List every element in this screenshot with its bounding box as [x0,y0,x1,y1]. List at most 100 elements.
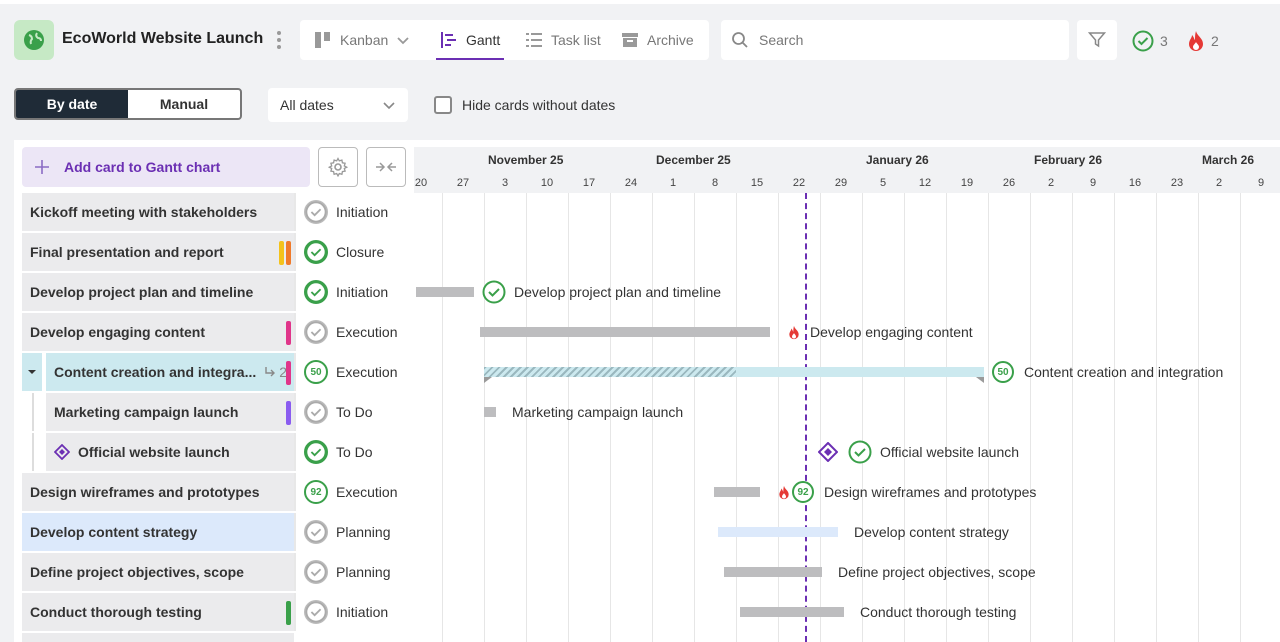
search-input[interactable] [759,32,1039,48]
month-label: January 26 [866,153,929,167]
kanban-icon [315,32,330,48]
week-label: 1 [669,177,677,189]
status-open-icon[interactable] [304,600,328,624]
status-open-icon[interactable] [304,200,328,224]
tab-gantt[interactable]: Gantt [435,20,505,60]
bar-label[interactable]: Design wireframes and prototypes [824,484,1037,500]
task-card[interactable]: Design wireframes and prototypes [22,473,294,511]
subtask-icon [265,367,276,377]
date-filter-value: All dates [280,97,334,113]
gantt-bar[interactable] [480,327,770,337]
task-card[interactable]: Marketing campaign launch [46,393,294,431]
status-open-icon[interactable] [304,320,328,344]
more-options-icon[interactable] [272,28,286,52]
stage-cell[interactable]: Initiation [294,273,414,311]
bar-label[interactable]: Develop project plan and timeline [514,284,722,300]
stage-cell[interactable]: Planning [294,553,414,591]
status-open-icon[interactable] [304,560,328,584]
status-done-icon[interactable] [304,440,328,464]
milestone-diamond-icon[interactable] [818,442,838,462]
project-title[interactable]: EcoWorld Website Launch [62,30,264,47]
tab-archive[interactable]: Archive [621,20,694,60]
bar-label[interactable]: Conduct thorough testing [860,604,1017,620]
bar-label[interactable]: Define project objectives, scope [838,564,1036,580]
gantt-bar[interactable] [484,407,496,417]
status-open-icon[interactable] [304,400,328,424]
date-filter-select[interactable]: All dates [268,88,408,122]
bar-label[interactable]: Marketing campaign launch [512,404,684,420]
status-done-icon[interactable] [304,240,328,264]
tab-task-list[interactable]: Task list [525,20,601,60]
search-box[interactable] [721,20,1069,60]
bar-label[interactable]: Develop engaging content [810,324,973,340]
filter-button[interactable] [1077,20,1117,60]
task-card[interactable]: Develop project plan and timeline [22,273,294,311]
week-label: 10 [540,177,554,189]
sort-mode-toggle: By date Manual [14,88,242,120]
grid-line [1240,193,1241,642]
week-label: 2 [1215,177,1223,189]
task-card[interactable]: Develop engaging content [22,313,294,351]
stage-cell[interactable]: To Do [294,433,414,471]
collapse-toggle[interactable] [22,353,42,391]
bar-label[interactable]: Content creation and integration [1024,364,1224,380]
by-date-button[interactable]: By date [16,90,128,118]
hide-undated-checkbox[interactable] [434,96,452,114]
hide-undated-label[interactable]: Hide cards without dates [462,97,616,113]
task-card[interactable]: Final presentation and report [22,233,294,271]
gantt-bar[interactable] [416,287,474,297]
bar-status-done-icon[interactable] [482,280,506,307]
task-card[interactable]: Content creation and integra...2 [46,353,294,391]
gantt-bar[interactable] [740,607,844,617]
stage-cell[interactable]: To Do [294,393,414,431]
task-card[interactable]: Conduct thorough testing [22,593,294,631]
project-globe-icon[interactable] [14,20,54,60]
grid-line [484,193,485,642]
add-card-button[interactable]: Add card to Gantt chart [22,147,310,187]
grid-line [652,193,653,642]
task-card[interactable]: Develop content strategy [22,513,294,551]
stage-cell[interactable]: Closure [294,233,414,271]
done-counter[interactable]: 3 [1132,30,1168,52]
task-card[interactable]: Kickoff meeting with stakeholders [22,193,294,231]
gantt-bar[interactable] [718,527,838,537]
week-label: 8 [711,177,719,189]
week-label: 15 [750,177,764,189]
overdue-counter[interactable]: 2 [1187,30,1219,52]
stage-cell[interactable]: Planning [294,513,414,551]
bar-label[interactable]: Official website launch [880,444,1020,460]
done-count: 3 [1160,33,1168,49]
gantt-bar[interactable] [724,567,822,577]
bar-end-handle[interactable] [976,377,984,383]
stage-label: To Do [336,404,373,420]
gantt-bar[interactable] [714,487,760,497]
tab-kanban-label: Kanban [340,32,389,48]
task-card[interactable]: Official website launch [46,433,294,471]
stage-cell[interactable]: Execution [294,313,414,351]
tab-kanban[interactable]: Kanban [314,20,410,60]
bar-label[interactable]: Develop content strategy [854,524,1009,540]
bar-status-done-icon[interactable] [848,440,872,467]
status-progress-icon[interactable]: 92 [304,480,328,504]
collapse-panel-button[interactable] [366,147,406,187]
chevron-down-icon [383,102,395,110]
stage-cell[interactable]: Initiation [294,193,414,231]
status-progress-icon[interactable]: 50 [304,360,328,384]
task-title: Develop project plan and timeline [30,284,254,300]
month-label: November 25 [488,153,564,167]
grid-line [1198,193,1199,642]
week-label: 20 [414,177,428,189]
task-card[interactable]: Define project objectives, scope [22,553,294,591]
status-done-icon[interactable] [304,280,328,304]
overdue-count: 2 [1211,33,1219,49]
grid-line [1072,193,1073,642]
bar-start-handle[interactable] [484,377,492,383]
status-open-icon[interactable] [304,520,328,544]
stage-cell[interactable]: Initiation [294,593,414,631]
color-tag [286,361,291,385]
settings-button[interactable] [318,147,358,187]
manual-button[interactable]: Manual [159,96,209,112]
